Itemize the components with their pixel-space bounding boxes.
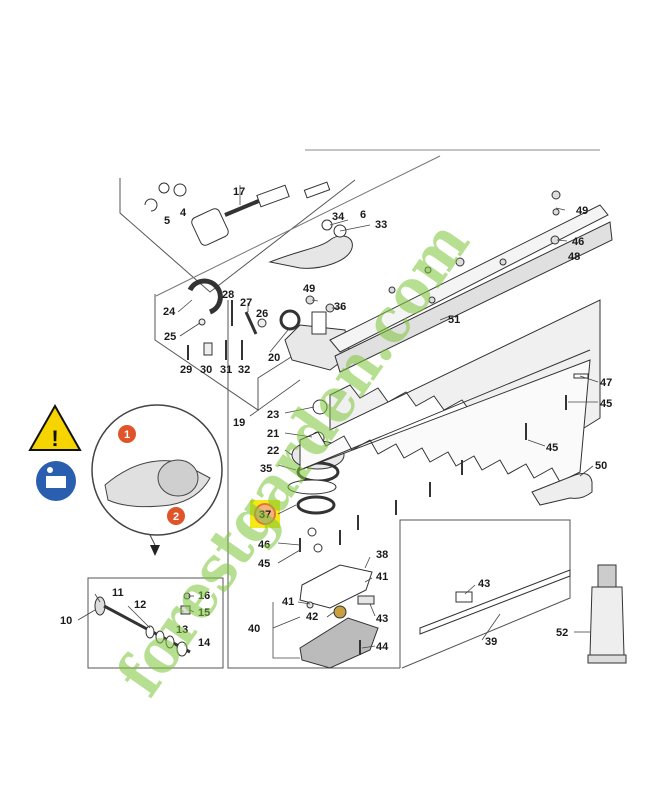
label-47: 47: [600, 377, 612, 389]
label-14: 14: [198, 637, 211, 649]
highlight-part-37: [250, 500, 280, 528]
label-26: 26: [256, 308, 268, 320]
label-46b: 46: [258, 539, 270, 551]
warning-icon: !: [28, 403, 82, 451]
label-45b: 45: [546, 442, 558, 454]
label-19: 19: [233, 417, 245, 429]
label-43a: 43: [478, 578, 490, 590]
detail-view: [91, 404, 223, 556]
label-38: 38: [376, 549, 388, 561]
label-6: 6: [360, 209, 366, 221]
blade-guard: [531, 473, 593, 506]
label-43b: 43: [376, 613, 388, 625]
label-4: 4: [180, 207, 187, 219]
label-48: 48: [568, 251, 580, 263]
label-17: 17: [233, 186, 245, 198]
clutch-parts-group: [187, 278, 267, 360]
label-28: 28: [222, 289, 234, 301]
grease-tube: [587, 564, 627, 664]
label-45c: 45: [258, 558, 270, 570]
leader-lines: [77, 185, 599, 659]
label-32: 32: [238, 364, 250, 376]
label-51: 51: [448, 314, 460, 326]
label-20: 20: [268, 352, 280, 364]
label-33: 33: [375, 219, 387, 231]
label-45a: 45: [600, 398, 612, 410]
label-27: 27: [240, 297, 252, 309]
label-40: 40: [248, 623, 260, 635]
label-50: 50: [595, 460, 607, 472]
callout-1: 1: [118, 425, 136, 443]
label-13: 13: [176, 624, 188, 636]
cutter-blade-group: [299, 204, 613, 483]
part-labels: 4 5 17 34 6 33 49 46 48 24 28 27 26 25 4…: [60, 186, 612, 653]
label-41a: 41: [376, 571, 388, 583]
read-manual-icon: [36, 461, 76, 501]
label-5: 5: [164, 215, 170, 227]
label-49b: 49: [303, 283, 315, 295]
label-25: 25: [164, 331, 176, 343]
label-10: 10: [60, 615, 72, 627]
blade-cover-group: [419, 569, 571, 635]
svg-text:!: !: [51, 426, 58, 451]
panel-frames: [87, 149, 600, 669]
svg-text:2: 2: [173, 511, 179, 523]
label-12: 12: [134, 599, 146, 611]
label-37: 37: [259, 509, 271, 521]
label-49a: 49: [576, 205, 588, 217]
label-36: 36: [334, 301, 346, 313]
inset-bolt-group: [94, 592, 191, 657]
callout-2: 2: [167, 507, 185, 525]
label-34: 34: [332, 211, 345, 223]
label-39: 39: [485, 636, 497, 648]
label-52: 52: [556, 627, 568, 639]
label-24: 24: [163, 306, 176, 318]
label-23: 23: [267, 409, 279, 421]
label-41b: 41: [282, 596, 294, 608]
bolt-group: [299, 190, 589, 553]
label-42: 42: [306, 611, 318, 623]
label-31: 31: [220, 364, 232, 376]
label-29: 29: [180, 364, 192, 376]
gear-cover-group: [299, 564, 379, 669]
label-30: 30: [200, 364, 212, 376]
label-22: 22: [267, 445, 279, 457]
svg-text:1: 1: [124, 429, 130, 441]
gear-handle-group: [268, 219, 353, 269]
label-11: 11: [112, 587, 124, 599]
label-21: 21: [267, 428, 279, 440]
label-46a: 46: [572, 236, 584, 248]
label-15: 15: [198, 607, 210, 619]
label-16: 16: [198, 590, 210, 602]
label-35: 35: [260, 463, 272, 475]
drive-shaft-group: [144, 181, 331, 246]
label-44: 44: [376, 641, 389, 653]
